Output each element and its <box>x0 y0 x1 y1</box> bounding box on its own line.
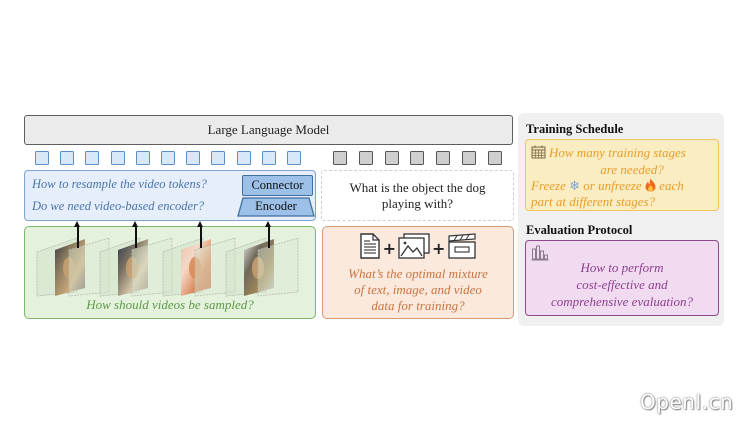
plus-symbol: + <box>382 238 396 258</box>
llm-label: Large Language Model <box>207 122 330 137</box>
training-question-line2: are needed? <box>600 162 664 177</box>
plus-symbol: + <box>432 238 446 258</box>
large-language-model-block: Large Language Model <box>24 115 513 145</box>
video-frame-stack <box>225 237 299 297</box>
training-schedule-title: Training Schedule <box>526 122 624 136</box>
mixture-icons: + + <box>323 233 513 264</box>
frame-arrow <box>200 226 202 248</box>
text-token <box>333 151 347 165</box>
video-sampling-panel: How should videos be sampled? <box>24 226 316 319</box>
training-question-line4: part at different stages? <box>531 194 656 209</box>
evaluation-protocol-title: Evaluation Protocol <box>526 223 633 237</box>
calendar-icon <box>531 145 546 163</box>
encoder-block: Encoder <box>237 197 315 217</box>
example-question-box: What is the object the dog playing with? <box>321 170 514 221</box>
evaluation-question-line3: comprehensive evaluation? <box>550 294 694 309</box>
evaluation-question-line1: How to perform <box>580 260 664 275</box>
frame-arrow <box>77 226 79 248</box>
unfreeze-label: or unfreeze <box>583 178 642 193</box>
question-resample-tokens: How to resample the video tokens? <box>32 177 207 191</box>
image-icon <box>398 233 430 264</box>
fire-icon <box>645 178 656 196</box>
snowflake-icon: ❄ <box>569 179 581 194</box>
encoder-trapezoid-shape <box>237 197 315 217</box>
visual-token <box>85 151 100 165</box>
video-frame-stack <box>36 237 110 297</box>
text-token <box>384 151 399 165</box>
connector-block: Connector <box>242 175 313 196</box>
training-schedule-box: How many training stages are needed? Fre… <box>525 139 719 211</box>
visual-token <box>236 151 251 165</box>
arrowhead-icon <box>132 221 139 227</box>
vision-encoder-panel: How to resample the video tokens? Do we … <box>24 170 316 221</box>
text-token <box>487 151 502 165</box>
video-sampling-caption: How should videos be sampled? <box>86 297 254 312</box>
data-mixture-question: What’s the optimal mixture of text, imag… <box>348 266 488 313</box>
training-question-line1: How many training stages <box>549 145 686 160</box>
evaluation-question-line2: cost-effective and <box>576 277 668 292</box>
each-label: each <box>659 178 684 193</box>
video-frame-stack <box>99 237 173 297</box>
data-mixture-panel: + + What’s the optimal mixture of text, … <box>322 226 514 319</box>
connector-label: Connector <box>251 178 304 192</box>
visual-token <box>35 151 49 165</box>
training-evaluation-panel: Training Schedule How many training stag… <box>518 113 724 326</box>
visual-token <box>161 151 175 165</box>
bar-chart-icon <box>531 245 549 265</box>
watermark: OpenI.cn <box>640 390 734 414</box>
visual-token <box>135 151 150 165</box>
encoder-label: Encoder <box>255 199 297 213</box>
visual-token <box>60 151 75 165</box>
frame-arrow <box>268 226 270 248</box>
visual-token <box>110 151 125 165</box>
arrowhead-icon <box>197 221 204 227</box>
visual-token <box>186 151 201 165</box>
example-question-text: What is the object the dog playing with? <box>349 179 486 211</box>
text-token <box>462 151 476 165</box>
text-token <box>410 151 425 165</box>
visual-token <box>211 151 226 165</box>
text-token <box>436 151 451 165</box>
evaluation-protocol-box: How to perform cost-effective and compre… <box>525 240 719 316</box>
question-video-encoder: Do we need video-based encoder? <box>32 199 205 213</box>
document-icon <box>359 233 381 264</box>
visual-token <box>261 151 276 165</box>
frame-arrow <box>135 226 137 248</box>
arrowhead-icon <box>265 221 272 227</box>
arrowhead-icon <box>74 221 81 227</box>
text-token <box>358 151 373 165</box>
video-frame-stack <box>162 237 236 297</box>
visual-token <box>287 151 301 165</box>
clapperboard-icon <box>447 233 477 264</box>
freeze-label: Freeze <box>531 178 566 193</box>
